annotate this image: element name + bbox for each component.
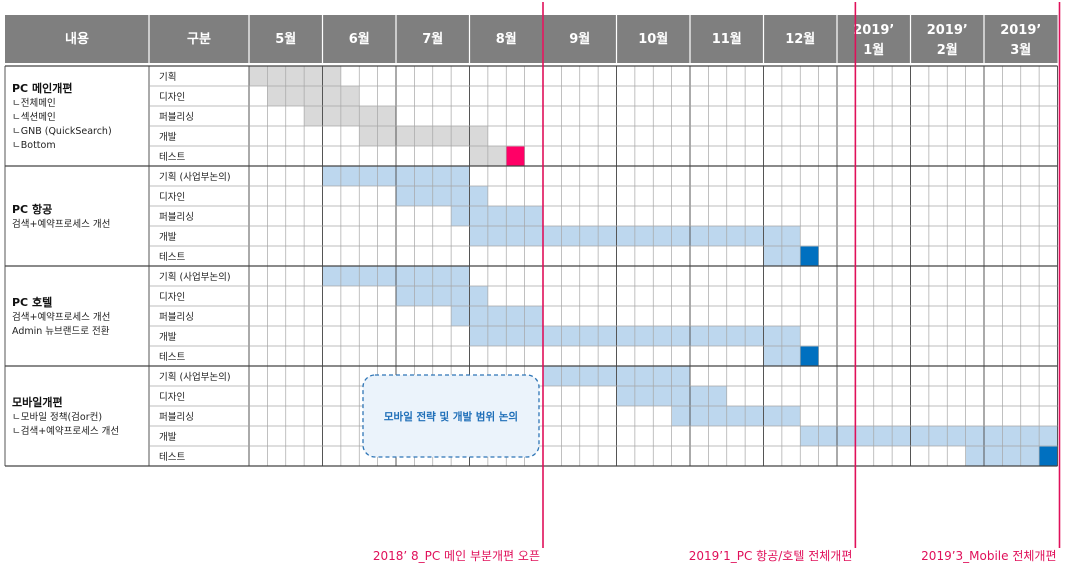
group-subtitle: ㄴ섹션메인 <box>12 112 56 123</box>
group-subtitle: ㄴGNB (QuickSearch) <box>12 126 112 137</box>
task-label: 디자인 <box>159 392 185 403</box>
task-bar <box>249 66 341 86</box>
task-label: 기획 (사업부논의) <box>159 371 231 383</box>
group-title: 모바일개편 <box>12 395 63 409</box>
group-subtitle: ㄴ모바일 정책(검or컨) <box>12 411 102 423</box>
header-month-label: 6월 <box>349 31 370 47</box>
task-label: 개발 <box>159 132 177 143</box>
task-bar <box>396 186 488 206</box>
header-month-label: 9월 <box>569 31 590 47</box>
milestone-label: 2019’1_PC 항공/호텔 전체개편 <box>689 549 853 563</box>
group-title: PC 메인개편 <box>12 81 72 95</box>
task-end-marker <box>800 346 819 366</box>
task-label: 퍼블리싱 <box>159 212 194 223</box>
task-label: 테스트 <box>159 452 185 463</box>
task-bar <box>451 206 543 226</box>
task-label: 테스트 <box>159 152 185 163</box>
task-label: 개발 <box>159 432 177 443</box>
group-subtitle: 검색+예약프로세스 개선 <box>12 218 110 230</box>
task-label: 테스트 <box>159 352 185 363</box>
task-label: 개발 <box>159 332 177 343</box>
task-bar <box>304 106 396 126</box>
header-month-label: 2월 <box>937 42 958 58</box>
header-month-label: 7월 <box>422 31 443 47</box>
group-subtitle: 검색+예약프로세스 개선 <box>12 311 110 323</box>
group-subtitle: Admin 뉴브랜드로 전환 <box>12 325 110 337</box>
header-month-label: 12월 <box>785 31 815 47</box>
header-layer: 내용 구분 5월 6월 7월 8월 9월 10월 11월 12월 2019’ 1월 2019’ 2월 201… <box>5 15 1058 63</box>
task-label: 기획 <box>159 71 176 83</box>
task-label: 기획 (사업부논의) <box>159 271 231 283</box>
note-box <box>362 374 540 458</box>
overlay-layer: 모바일 전략 및 개발 범위 논의 2018’ 8_PC 메인 부분개편 오픈 20… <box>362 2 1061 563</box>
header-year-label: 2019’ <box>1000 23 1041 38</box>
task-label: 개발 <box>159 232 177 243</box>
header-month-label: 11월 <box>712 31 742 47</box>
task-end-marker <box>1039 446 1058 466</box>
task-label: 기획 (사업부논의) <box>159 171 231 183</box>
header-year-label: 2019’ <box>927 23 968 38</box>
header-background <box>5 15 1058 63</box>
task-label: 퍼블리싱 <box>159 412 194 423</box>
task-label: 퍼블리싱 <box>159 112 194 123</box>
task-label: 디자인 <box>159 192 185 203</box>
task-bar <box>396 286 488 306</box>
task-label: 디자인 <box>159 92 185 103</box>
note-text: 모바일 전략 및 개발 범위 논의 <box>384 410 518 423</box>
task-label: 디자인 <box>159 292 185 303</box>
group-title: PC 항공 <box>12 202 52 216</box>
labels-layer: PC 메인개편 ㄴ전체메인 ㄴ섹션메인 ㄴGNB (QuickSearch) ㄴBott… <box>12 71 231 463</box>
task-bar <box>671 406 801 426</box>
header-month-label: 1월 <box>863 42 884 58</box>
header-year-label: 2019’ <box>853 23 894 38</box>
milestone-label: 2019’3_Mobile 전체개편 <box>921 549 1056 563</box>
header-month-label: 8월 <box>496 31 517 47</box>
group-subtitle: ㄴBottom <box>12 140 56 151</box>
group-subtitle: ㄴ검색+예약프로세스 개선 <box>12 425 119 437</box>
header-content-label: 내용 <box>65 31 89 47</box>
task-label: 테스트 <box>159 252 185 263</box>
milestone-label: 2018’ 8_PC 메인 부분개편 오픈 <box>373 549 540 563</box>
task-bar <box>359 126 488 146</box>
task-end-marker <box>506 146 525 166</box>
header-month-label: 5월 <box>275 31 296 47</box>
header-month-label: 10월 <box>638 31 668 47</box>
group-subtitle: ㄴ전체메인 <box>12 98 56 109</box>
task-label: 퍼블리싱 <box>159 312 194 323</box>
task-bar <box>451 306 543 326</box>
group-title: PC 호텔 <box>12 295 52 309</box>
header-type-label: 구분 <box>187 32 211 47</box>
task-bar <box>267 86 360 106</box>
header-month-label: 3월 <box>1010 42 1031 58</box>
task-end-marker <box>800 246 819 266</box>
